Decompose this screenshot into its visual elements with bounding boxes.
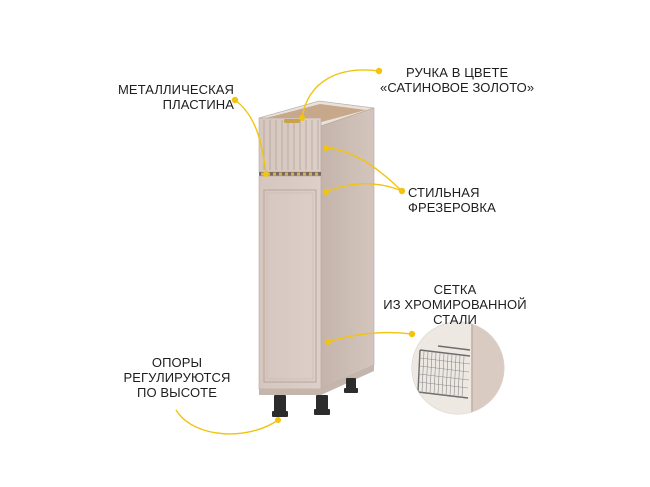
callout-metal-plate-line2: ПЛАСТИНА <box>162 97 235 112</box>
callout-legs-line3: ПО ВЫСОТЕ <box>137 385 217 400</box>
callout-milling-line1: СТИЛЬНАЯ <box>408 185 480 200</box>
mesh-detail-circle <box>411 321 505 415</box>
callout-legs-line2: РЕГУЛИРУЮТСЯ <box>123 370 231 385</box>
callout-handle: РУЧКА В ЦВЕТЕ «САТИНОВОЕ ЗОЛОТО» <box>380 65 534 95</box>
metal-plate-strip <box>259 172 321 176</box>
gold-handle <box>284 119 300 123</box>
callout-legs-line1: ОПОРЫ <box>151 355 203 370</box>
callout-metal-plate: МЕТАЛЛИЧЕСКАЯ ПЛАСТИНА <box>118 82 234 112</box>
callout-legs: ОПОРЫ РЕГУЛИРУЮТСЯ ПО ВЫСОТЕ <box>118 355 236 400</box>
callout-handle-line2: «САТИНОВОЕ ЗОЛОТО» <box>380 80 535 95</box>
callout-dots <box>231 67 416 423</box>
legs <box>272 378 358 417</box>
drawer-front <box>258 117 322 173</box>
callout-milling-line2: ФРЕЗЕРОВКА <box>408 200 496 215</box>
door-front <box>258 175 322 390</box>
callout-mesh-line1: СЕТКА <box>433 282 477 297</box>
cabinet-side-panel <box>320 107 375 390</box>
callout-milling: СТИЛЬНАЯ ФРЕЗЕРОВКА <box>408 185 496 215</box>
callout-mesh-line2: ИЗ ХРОМИРОВАННОЙ <box>383 297 527 312</box>
callout-handle-line1: РУЧКА В ЦВЕТЕ <box>405 65 509 80</box>
callout-leaders <box>175 69 413 435</box>
callout-metal-plate-line1: МЕТАЛЛИЧЕСКАЯ <box>118 82 235 97</box>
callout-mesh: СЕТКА ИЗ ХРОМИРОВАННОЙ СТАЛИ <box>382 282 528 327</box>
callout-mesh-line3: СТАЛИ <box>433 312 477 327</box>
